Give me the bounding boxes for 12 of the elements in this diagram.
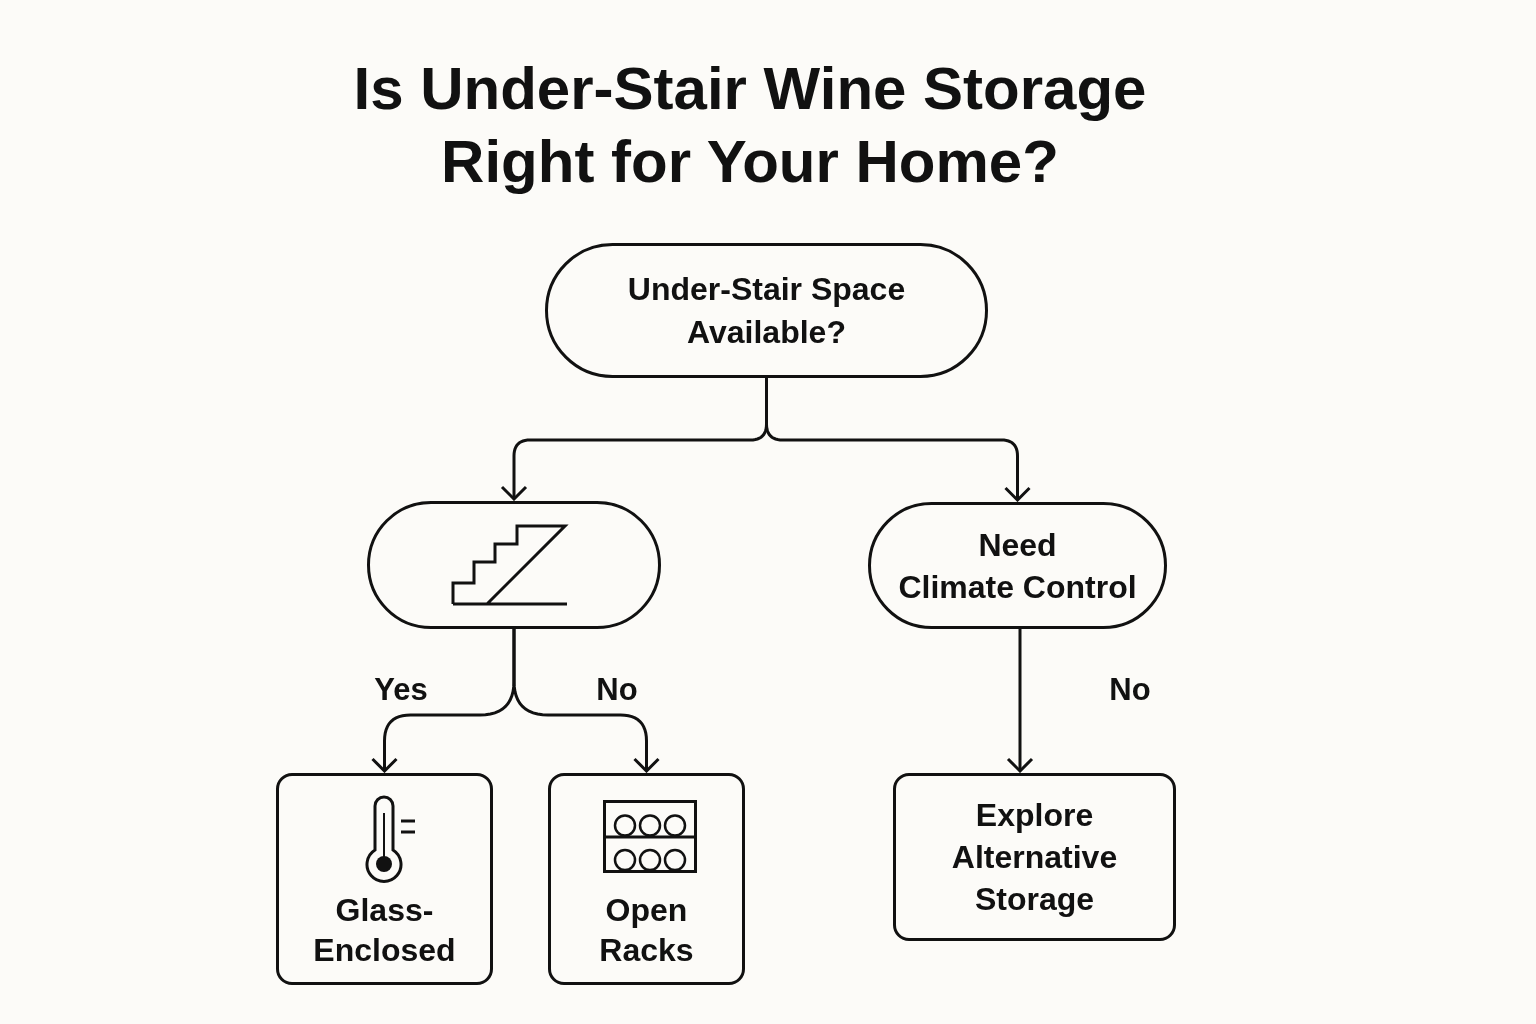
node-label: Explore Alternative Storage [950,796,1119,919]
option-box [548,773,745,985]
option-box [893,773,1176,941]
node-label: Glass-Enclosed [312,891,457,970]
node-label: Under-Stair Space Available? [626,269,907,352]
node-label: Open Racks [598,891,695,970]
arrow [1006,629,1034,773]
arrow [512,629,660,773]
arrow [765,378,1031,502]
option-box [276,773,493,985]
title: Is Under-Stair Wine Storage Right for Your Home? [352,54,1148,197]
node-label: Need Climate Control [897,525,1138,607]
